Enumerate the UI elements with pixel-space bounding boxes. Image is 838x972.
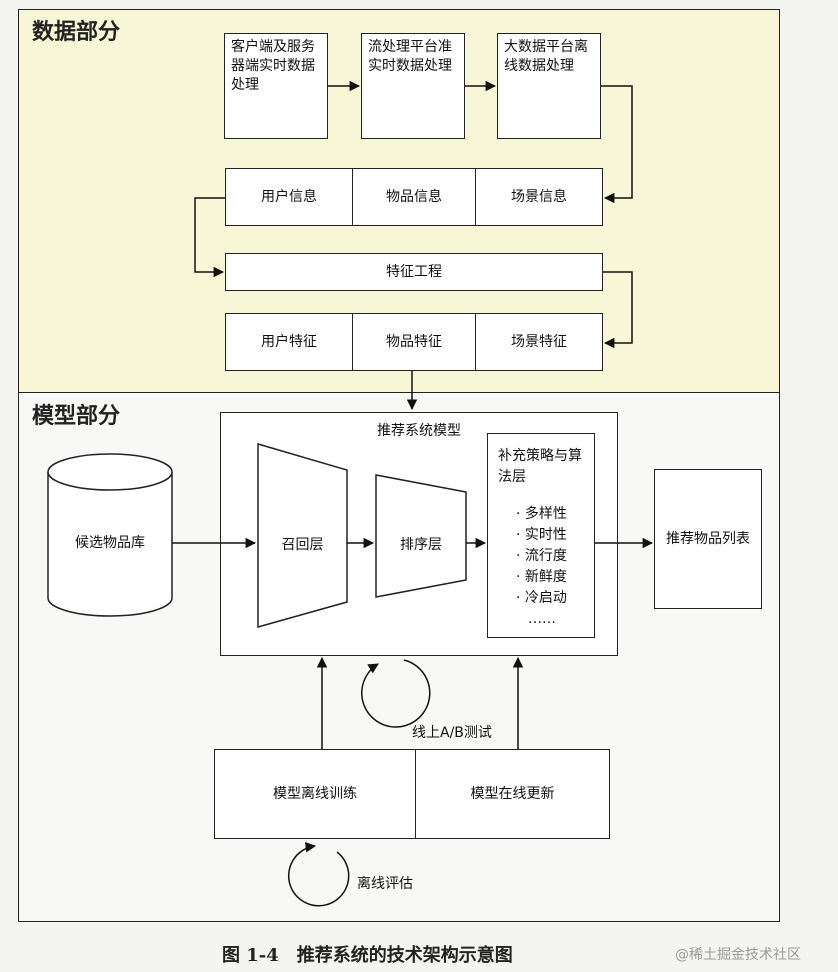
online-update-cell: 模型在线更新 — [470, 785, 555, 802]
data-section-title: 数据部分 — [32, 20, 121, 45]
strategy-item-popularity: · 流行度 — [516, 548, 567, 564]
offline-eval-cycle-icon — [287, 841, 350, 907]
strategy-box: 补充策略与算法层 · 多样性 · 实时性 · 流行度 · 新鲜度 · 冷启动 …… — [487, 433, 595, 638]
feature-row: 用户特征 物品特征 场景特征 — [225, 313, 603, 371]
system-model-title: 推荐系统模型 — [377, 423, 461, 439]
model-section-title: 模型部分 — [32, 404, 121, 429]
arrow-bigdata-to-info — [601, 85, 633, 204]
training-row: 模型离线训练 模型在线更新 — [214, 749, 610, 839]
offline-eval-label: 离线评估 — [357, 876, 413, 892]
arrow-info-to-feature-eng — [194, 197, 225, 278]
user-feature-cell: 用户特征 — [226, 314, 353, 370]
scene-info-cell: 场景信息 — [511, 188, 567, 205]
item-info-cell: 物品信息 — [353, 169, 476, 225]
strategy-title: 补充策略与算法层 — [498, 448, 582, 485]
ab-test-label: 线上A/B测试 — [412, 725, 492, 741]
strategy-item-cold-start: · 冷启动 — [516, 590, 567, 606]
ab-test-cycle-icon — [361, 659, 431, 728]
info-row: 用户信息 物品信息 场景信息 — [225, 168, 603, 226]
source-stream-box: 流处理平台准实时数据处理 — [361, 33, 465, 139]
strategy-item-realtime: · 实时性 — [516, 527, 567, 543]
strategy-item-diversity: · 多样性 — [516, 506, 567, 522]
source-realtime-box: 客户端及服务器端实时数据处理 — [224, 33, 328, 139]
output-list-box: 推荐物品列表 — [654, 469, 762, 609]
item-feature-cell: 物品特征 — [353, 314, 476, 370]
recall-layer-label: 召回层 — [281, 537, 324, 553]
ranking-layer-label: 排序层 — [400, 537, 442, 553]
source-bigdata-box: 大数据平台离线数据处理 — [497, 33, 601, 139]
feature-engineering-box: 特征工程 — [225, 253, 603, 291]
candidate-db-cylinder — [47, 453, 173, 617]
strategy-item-ellipsis: …… — [528, 611, 556, 627]
offline-training-cell: 模型离线训练 — [215, 750, 416, 838]
ranking-layer-shape — [375, 474, 467, 598]
arrow-feature-eng-to-features — [603, 271, 633, 349]
scene-feature-cell: 场景特征 — [511, 333, 567, 350]
recall-layer-shape — [257, 442, 348, 628]
user-info-cell: 用户信息 — [226, 169, 353, 225]
figure-caption: 图 1-4 推荐系统的技术架构示意图 — [222, 945, 513, 966]
watermark: @稀土掘金技术社区 — [675, 947, 801, 963]
strategy-item-freshness: · 新鲜度 — [516, 569, 567, 585]
candidate-db-label: 候选物品库 — [75, 535, 145, 551]
